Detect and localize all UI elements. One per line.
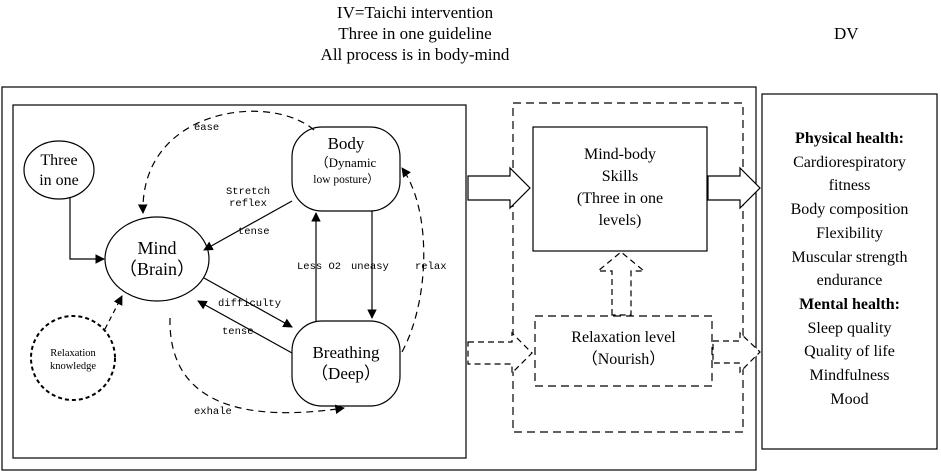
physical-health-heading: Physical health: (795, 130, 904, 147)
three-in-one-label: Three in one (26, 151, 92, 191)
label-less-o2: Less O2 (297, 261, 342, 273)
label-reflex: reflex (229, 198, 267, 210)
body-label: Body （Dynamic low posture） (292, 133, 400, 188)
relaxation-level-box (534, 315, 713, 387)
label-stretch: Stretch (225, 186, 271, 198)
relaxation-level-line-2: （Nourish） (581, 351, 666, 368)
mediator-dashed-frame (512, 102, 744, 433)
dashed-block-arrow-relaxation-to-skills (596, 251, 646, 316)
knowledge-line-1: Relaxation (50, 348, 96, 359)
iv-line-1: IV=Taichi intervention (336, 3, 494, 22)
label-tense-bottom: tense (222, 326, 254, 338)
body-node (291, 126, 401, 212)
outcome-item: fitness (828, 177, 871, 195)
outcome-item: Sleep quality (807, 319, 892, 337)
dashed-block-arrow-relaxation-to-dv (712, 331, 761, 374)
outcome-item: Mindfulness (809, 367, 890, 385)
label-exhale: exhale (194, 406, 232, 418)
breathing-line-2: （Deep） (311, 364, 381, 383)
dashed-block-arrow-to-relaxation (467, 331, 533, 375)
body-line-2: （Dynamic (315, 155, 377, 170)
iv-line-3: All process is in body-mind (320, 45, 510, 64)
label-uneasy: uneasy (351, 261, 389, 273)
outcome-item: Mood (830, 390, 869, 408)
arrow-mind-to-breathing-exhale (169, 317, 345, 415)
skills-line-3: (Three in one (576, 190, 664, 207)
mind-label: Mind （Brain） (105, 238, 209, 280)
body-line-1: Body (327, 134, 365, 153)
label-ease: ease (194, 122, 220, 134)
mind-line-2: （Brain） (119, 259, 195, 279)
iv-title: IV=Taichi intervention Three in one guid… (255, 2, 575, 65)
relaxation-knowledge-label: Relaxation knowledge (33, 347, 113, 373)
outcome-item: Cardiorespiratory (793, 153, 906, 171)
arrow-breathing-to-body-relax (401, 167, 425, 353)
label-relax: relax (415, 261, 447, 273)
outcomes-list: Physical health: Cardiorespiratory fitne… (762, 127, 937, 411)
outcome-item: Body composition (790, 201, 909, 219)
arrow-knowledge-to-mind (104, 295, 123, 330)
relaxation-knowledge-node (30, 315, 116, 401)
label-difficulty: difficulty (218, 298, 282, 310)
block-arrow-skills-to-dv (707, 166, 761, 210)
skills-line-2: Skills (601, 168, 639, 185)
skills-line-4: levels) (598, 212, 642, 229)
arrow-mind-to-body-ease (137, 110, 315, 214)
arrow-three-to-mind (69, 198, 105, 264)
mental-health-heading: Mental health: (799, 295, 900, 313)
label-stretch-reflex: Stretch reflex (222, 186, 274, 210)
dv-outcome-frame (761, 93, 938, 450)
arrow-mind-to-breathing (203, 277, 293, 328)
dv-title: DV (834, 24, 859, 43)
mind-body-skills-label: Mind-body Skills (Three in one levels) (533, 144, 707, 232)
arrow-breathing-to-mind (197, 300, 293, 354)
three-in-one-node (23, 140, 95, 200)
iv-outer-frame (1, 86, 757, 471)
breathing-label: Breathing （Deep） (292, 342, 400, 384)
body-line-3: low posture） (313, 174, 379, 186)
outcome-item: Quality of life (804, 343, 895, 361)
three-in-one-line-1: Three (40, 152, 78, 169)
breathing-node (291, 320, 401, 407)
relaxation-level-label: Relaxation level （Nourish） (535, 327, 712, 371)
label-tense-top: tense (238, 226, 270, 238)
iv-line-2: Three in one guideline (338, 24, 492, 43)
tai-chi-process-frame (12, 104, 467, 459)
mind-line-1: Mind (137, 238, 177, 258)
arrow-body-to-mind (203, 200, 293, 251)
knowledge-line-2: knowledge (49, 361, 97, 372)
outcome-item: Flexibility (816, 224, 883, 242)
skills-line-1: Mind-body (584, 146, 656, 163)
breathing-line-1: Breathing (312, 343, 380, 362)
mind-body-skills-box (532, 126, 708, 252)
relaxation-level-line-1: Relaxation level (571, 329, 676, 346)
block-arrow-to-skills (467, 166, 531, 210)
outcome-item: endurance (816, 272, 883, 290)
three-in-one-line-2: in one (39, 172, 79, 189)
mind-node (104, 216, 210, 302)
outcome-item: Muscular strength (791, 248, 908, 266)
